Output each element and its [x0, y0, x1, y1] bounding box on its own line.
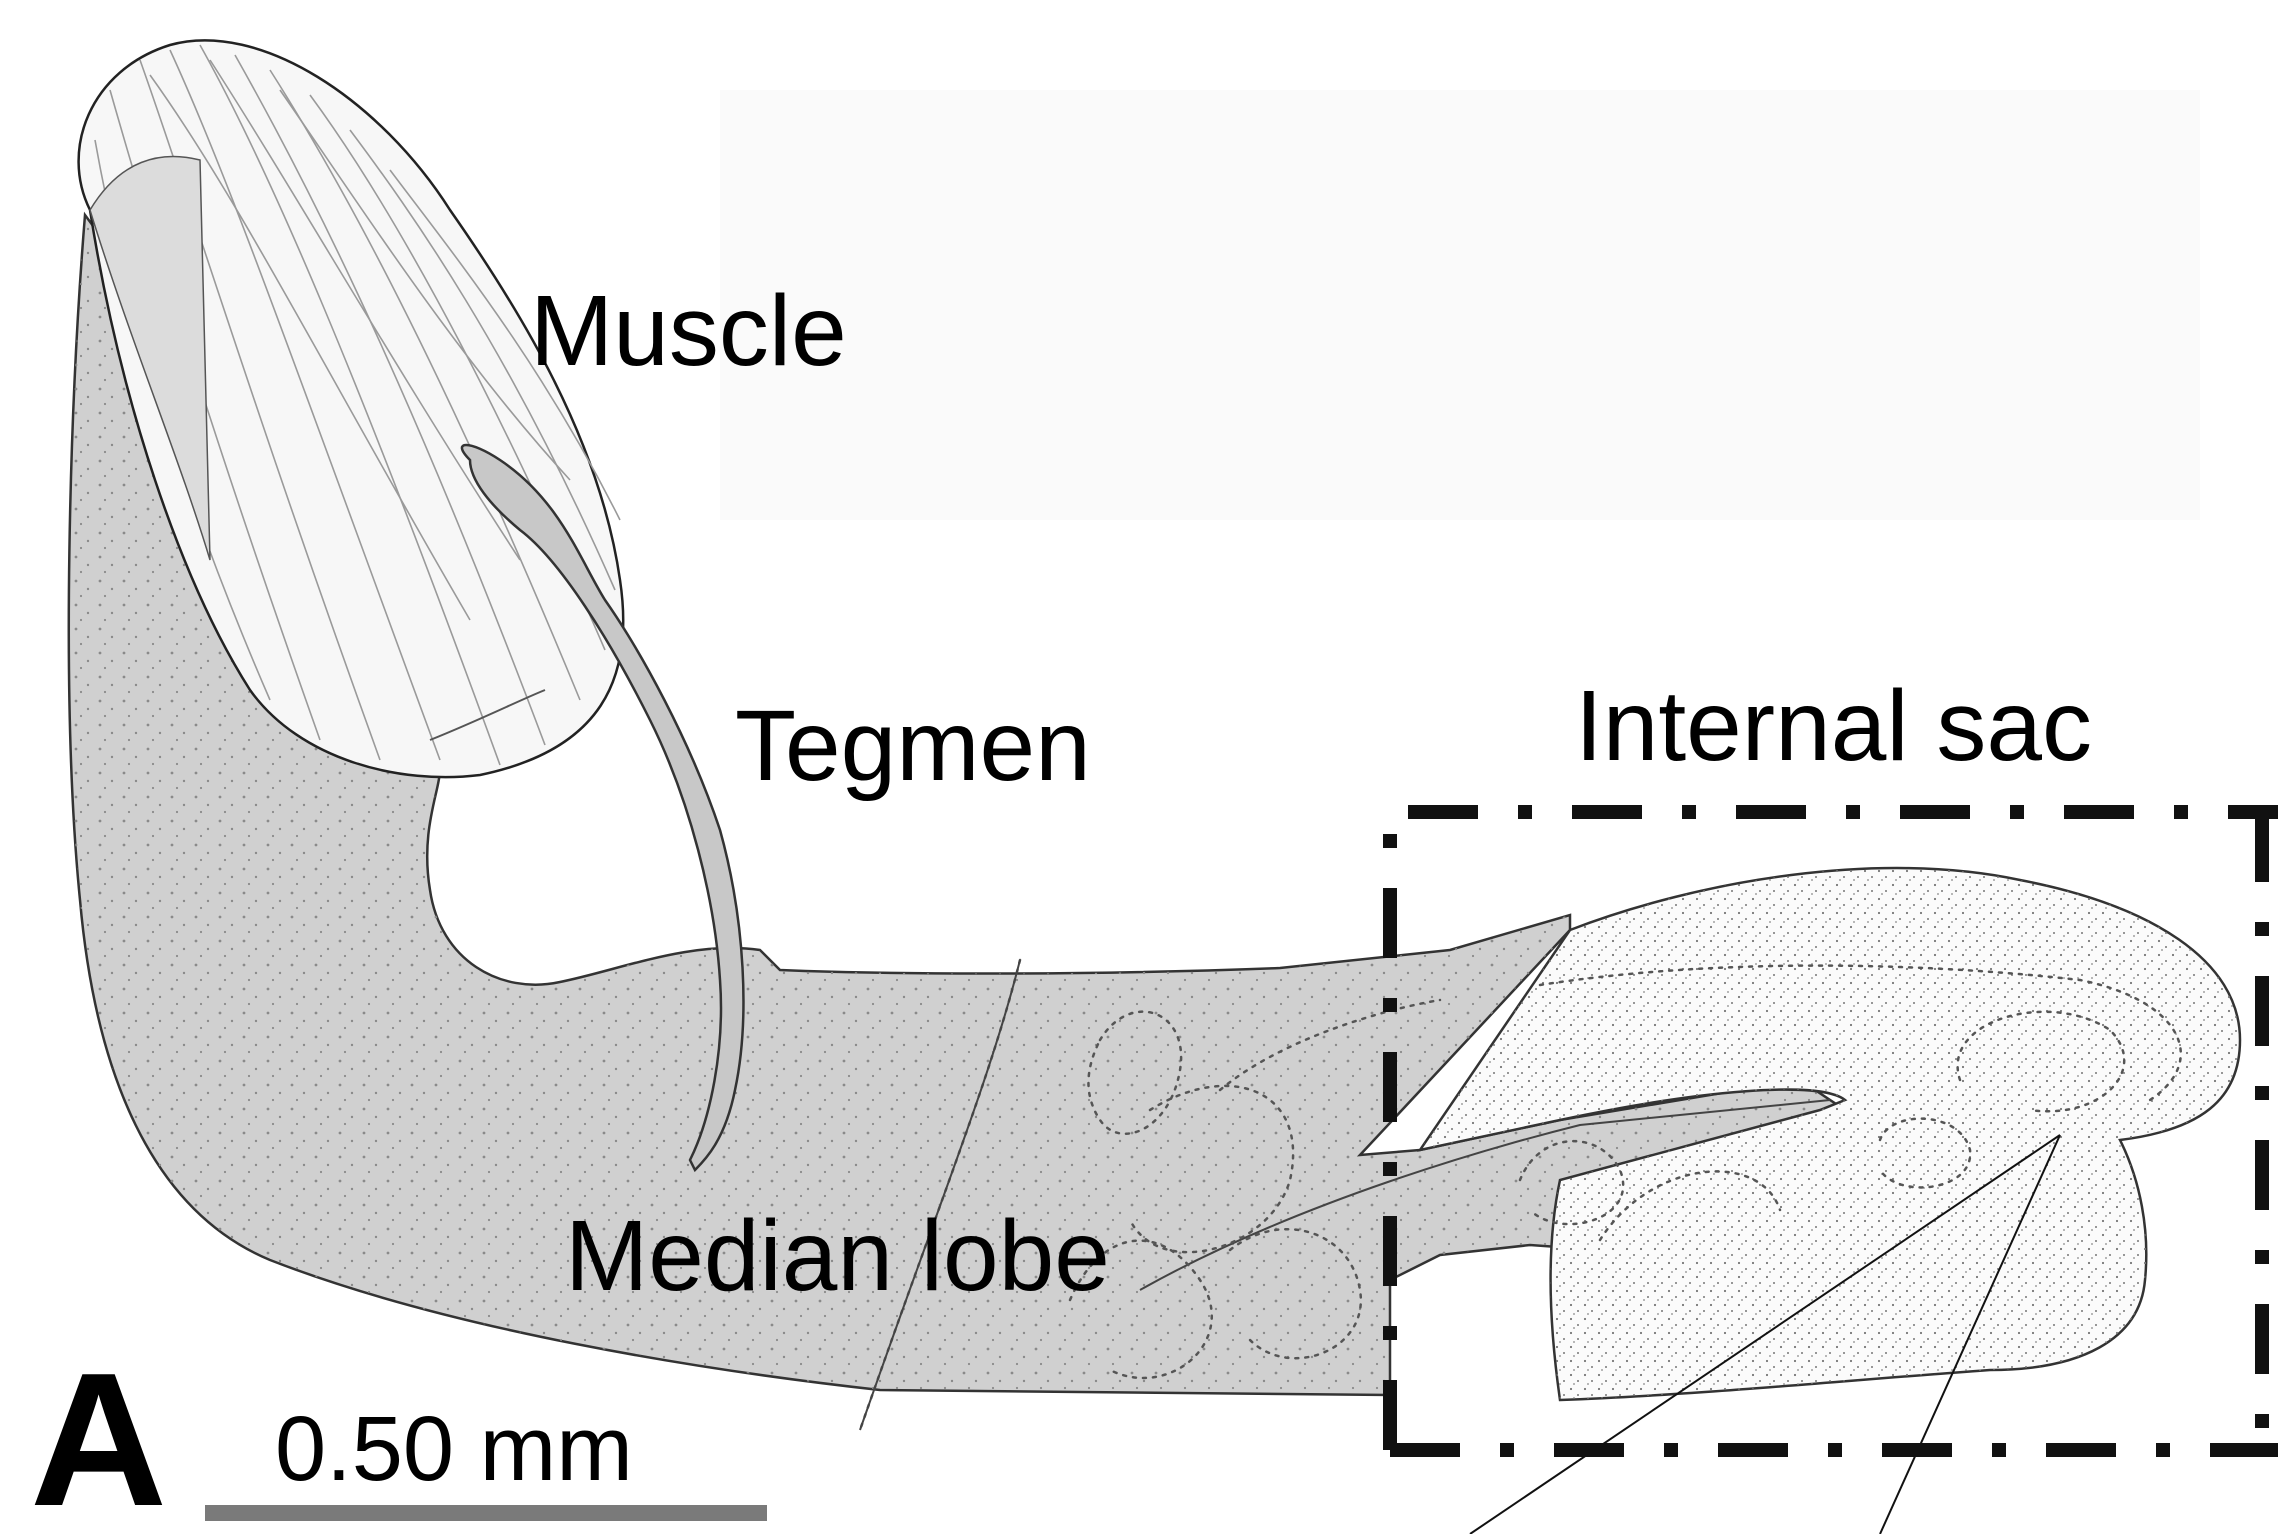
- panel-letter: A: [30, 1334, 167, 1534]
- scale-bar: 0.50 mm: [205, 1398, 767, 1521]
- scale-bar-line: [205, 1505, 767, 1521]
- label-muscle: Muscle: [530, 275, 847, 387]
- label-tegmen: Tegmen: [735, 690, 1091, 802]
- scale-bar-label: 0.50 mm: [275, 1398, 633, 1500]
- background-artifact: [720, 90, 2200, 520]
- label-internal-sac: Internal sac: [1575, 670, 2092, 782]
- label-median-lobe: Median lobe: [565, 1200, 1110, 1312]
